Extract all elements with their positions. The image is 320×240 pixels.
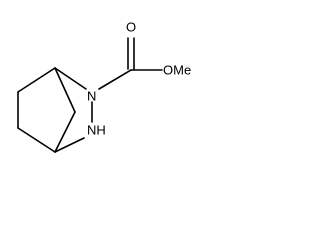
structure-diagram: N NH O OMe: [17, 20, 191, 153]
bond-ring-upper-left: [17, 67, 56, 93]
bond-n2-carbonyl: [98, 69, 132, 90]
atom-label-ome: OMe: [163, 63, 191, 78]
atom-label-n-upper: N: [87, 89, 96, 104]
bond-bridge-lower: [54, 111, 76, 153]
atom-label-nh-lower: NH: [87, 123, 106, 138]
atom-label-o-carbonyl: O: [126, 20, 136, 35]
bond-bridge-upper: [54, 67, 76, 113]
bond-c1-n2: [54, 67, 87, 90]
bond-n3-c4: [54, 137, 85, 153]
bond-ring-lower-left: [17, 127, 56, 153]
